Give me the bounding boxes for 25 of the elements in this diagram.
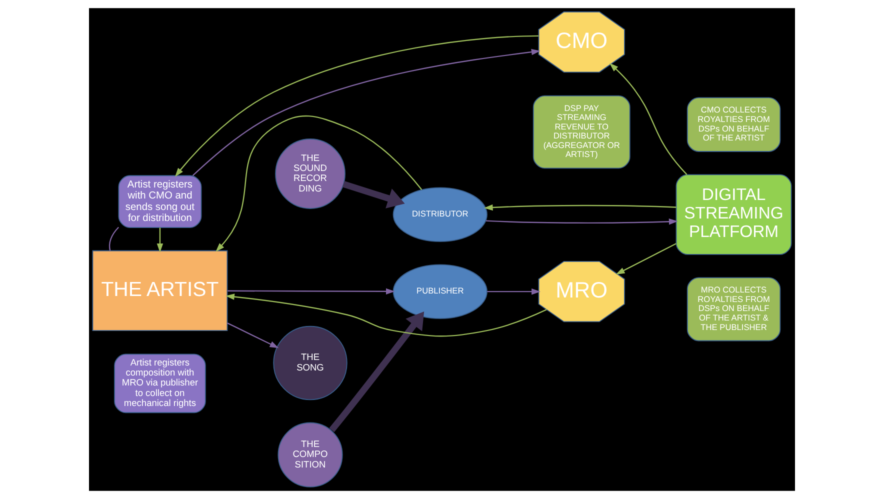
node-circle: THE COMPO SITION xyxy=(278,422,343,488)
node-box: Artist registers composition with MRO via publisher to collect on mechanical rights xyxy=(114,354,206,414)
arrow xyxy=(156,228,164,252)
arrow xyxy=(228,288,395,295)
node-box: CMO COLLECTS ROYALTIES FROM DSPs ON BEHALF OF THE ARTIST xyxy=(686,97,781,152)
arrow xyxy=(484,204,676,211)
node-box: Artist registers with CMO and sends song out for distribution xyxy=(118,175,202,228)
connector xyxy=(108,226,120,251)
arrow xyxy=(227,322,279,348)
node-ellipse: DISTRIBUTOR xyxy=(392,187,488,242)
arrow xyxy=(487,288,540,295)
node-circle: THE SOUND RECOR DING xyxy=(275,138,346,209)
arrow xyxy=(226,294,547,337)
node-box: DSP PAY STREAMING REVENUE TO DISTRIBUTOR (AGGREGATOR OR ARTIST) xyxy=(532,95,630,169)
arrow xyxy=(486,218,678,225)
node-box: MRO COLLECTS ROYALTIES FROM DSPs ON BEHALF OF THE ARTIST & THE PUBLISHER xyxy=(686,277,781,342)
arrow xyxy=(216,115,422,252)
arrow xyxy=(329,312,424,432)
node-box: DIGITAL STREAMING PLATFORM xyxy=(676,174,792,255)
node-box: THE ARTIST xyxy=(92,250,228,331)
node-circle: THE SONG xyxy=(273,326,348,400)
arrow xyxy=(342,180,405,208)
arrow xyxy=(609,63,688,175)
node-ellipse: PUBLISHER xyxy=(392,264,488,319)
arrow xyxy=(616,243,676,275)
